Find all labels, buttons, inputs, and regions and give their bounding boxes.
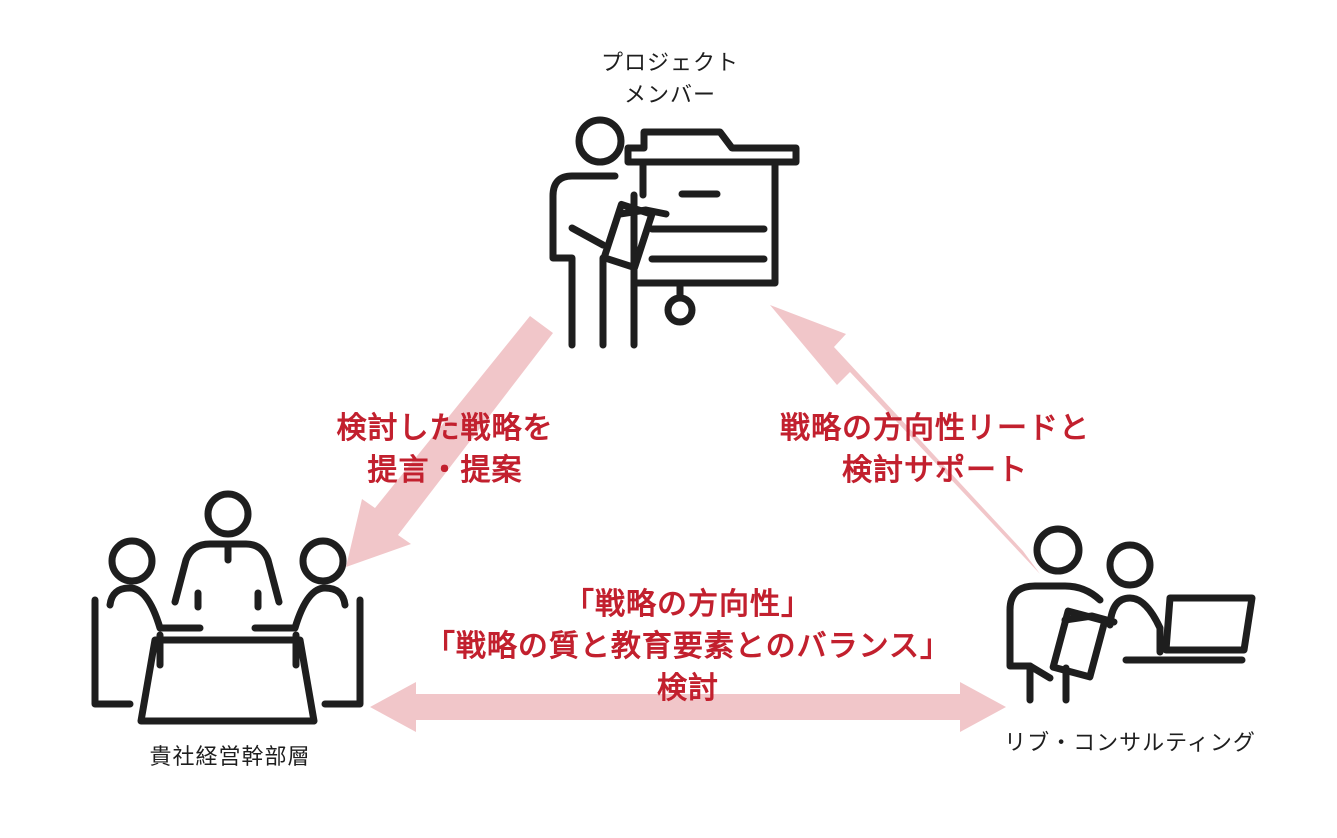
project-member-label-line1: プロジェクト	[600, 51, 739, 76]
right-edge-label-line1: 戦略の方向性リードと	[780, 411, 1090, 446]
right-edge-label: 戦略の方向性リードと 検討サポート	[745, 408, 1125, 492]
left-edge-label: 検討した戦略を 提言・提案	[300, 408, 590, 492]
bottom-edge-label-line1: 「戦略の方向性」	[564, 587, 812, 622]
executives-label: 貴社経営幹部層	[110, 742, 350, 774]
left-edge-label-line2: 提言・提案	[367, 453, 523, 488]
bottom-edge-label-line2: 「戦略の質と教育要素とのバランス」	[424, 629, 952, 664]
consulting-label: リブ・コンサルティング	[985, 728, 1275, 760]
bottom-edge-label: 「戦略の方向性」 「戦略の質と教育要素とのバランス」 検討	[388, 584, 988, 710]
project-member-label: プロジェクト メンバー	[560, 48, 780, 112]
left-edge-label-line1: 検討した戦略を	[336, 411, 554, 446]
project-member-label-line2: メンバー	[623, 83, 716, 108]
arrow-member-to-executives	[346, 316, 553, 567]
consultants-laptop-icon	[1006, 525, 1256, 704]
right-edge-label-line2: 検討サポート	[842, 453, 1028, 488]
arrow-executives-consulting	[370, 682, 1006, 732]
bottom-edge-label-line3: 検討	[657, 671, 719, 706]
arrow-consulting-to-member	[770, 305, 1040, 574]
executives-label-text: 貴社経営幹部層	[149, 745, 311, 770]
consulting-label-text: リブ・コンサルティング	[1004, 731, 1256, 756]
presenter-whiteboard-icon	[549, 116, 800, 349]
meeting-table-icon	[91, 490, 364, 725]
arrows	[346, 305, 1040, 732]
